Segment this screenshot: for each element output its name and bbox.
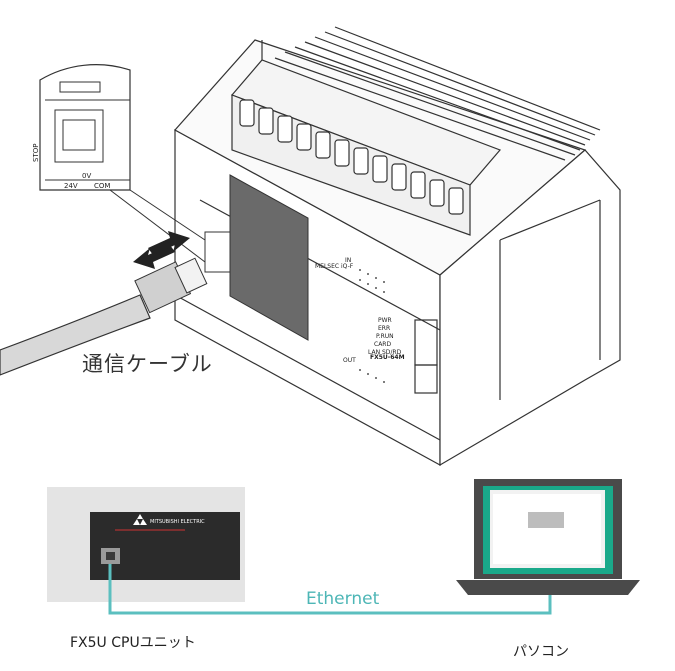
stop-label: STOP [32,144,40,162]
led-pwr: PWR [378,317,392,324]
ethernet-label: Ethernet [306,589,380,609]
ethernet-line [108,564,552,615]
in-label: IN [345,257,351,264]
com-label: COM [94,182,110,190]
led-prun: P.RUN [376,333,394,340]
zoom-inset: STOP 0V 24V COM [32,64,206,263]
cpu-unit-label: FX5U CPUユニット [70,635,196,651]
led-err: ERR [378,325,390,332]
pc-label: パソコン [513,644,569,660]
mitsubishi-logo-icon [133,514,147,525]
ethernet-cable [0,257,208,376]
out-label: OUT [343,357,356,364]
plc-right-face [439,149,621,467]
double-arrow-icon [133,231,190,269]
model-label: FX5U-64M [370,354,405,361]
ethernet-port [204,231,231,273]
0v-label: 0V [82,172,91,180]
led-card: CARD [374,341,391,348]
plc-illustration: IN OUT PWR ERR P.RUN CARD LAN SD/RD FX5U… [0,26,621,467]
communication-cable-label: 通信ケーブル [82,352,213,376]
logo-text: MITSUBISHI ELECTRIC [150,519,205,525]
network-diagram: MITSUBISHI ELECTRIC [47,479,640,615]
laptop-icon [456,479,640,595]
cpu-unit-body [90,512,240,580]
brand-label: MELSEC iQ-F [315,263,354,270]
24v-label: 24V [64,182,78,190]
led-lan: LAN SD/RD [368,349,402,356]
